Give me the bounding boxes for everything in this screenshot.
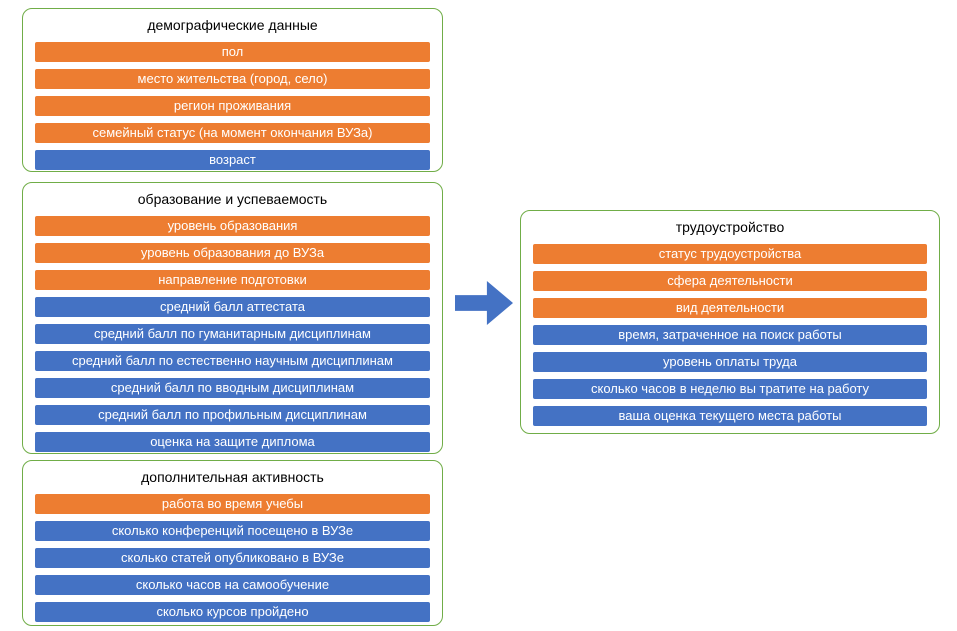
attribute-bar: сколько статей опубликовано в ВУЗе	[35, 548, 430, 568]
attribute-bar: вид деятельности	[533, 298, 927, 318]
attribute-bar: сфера деятельности	[533, 271, 927, 291]
attribute-bar: ваша оценка текущего места работы	[533, 406, 927, 426]
attribute-bar: сколько часов в неделю вы тратите на раб…	[533, 379, 927, 399]
attribute-bar: работа во время учебы	[35, 494, 430, 514]
attribute-bar: средний балл по гуманитарным дисциплинам	[35, 324, 430, 344]
attribute-bar: сколько часов на самообучение	[35, 575, 430, 595]
group-demographics: демографические данные пол место жительст…	[22, 8, 443, 172]
attribute-bar: уровень оплаты труда	[533, 352, 927, 372]
attribute-bar: место жительства (город, село)	[35, 69, 430, 89]
attribute-bar: средний балл по профильным дисциплинам	[35, 405, 430, 425]
attribute-bar: уровень образования	[35, 216, 430, 236]
group-activity: дополнительная активность работа во врем…	[22, 460, 443, 626]
group-rows: работа во время учебы сколько конференций…	[23, 494, 442, 622]
attribute-bar: направление подготовки	[35, 270, 430, 290]
attribute-bar: сколько конференций посещено в ВУЗе	[35, 521, 430, 541]
attribute-bar: пол	[35, 42, 430, 62]
arrow-right-icon	[455, 281, 513, 325]
attribute-bar: уровень образования до ВУЗа	[35, 243, 430, 263]
group-rows: уровень образования уровень образования д…	[23, 216, 442, 452]
attribute-bar: сколько курсов пройдено	[35, 602, 430, 622]
group-title: демографические данные	[147, 17, 318, 33]
attribute-bar: статус трудоустройства	[533, 244, 927, 264]
group-employment: трудоустройство статус трудоустройства сф…	[520, 210, 940, 434]
attribute-bar: регион проживания	[35, 96, 430, 116]
attribute-bar: время, затраченное на поиск работы	[533, 325, 927, 345]
attribute-bar: средний балл по естественно научным дисц…	[35, 351, 430, 371]
group-title: образование и успеваемость	[137, 191, 328, 207]
group-education: образование и успеваемость уровень образ…	[22, 182, 443, 454]
group-rows: статус трудоустройства сфера деятельности…	[521, 244, 939, 426]
group-rows: пол место жительства (город, село) регион …	[23, 42, 442, 170]
attribute-bar: средний балл по вводным дисциплинам	[35, 378, 430, 398]
attribute-bar: семейный статус (на момент окончания ВУЗ…	[35, 123, 430, 143]
attribute-bar: средний балл аттестата	[35, 297, 430, 317]
attribute-bar: возраст	[35, 150, 430, 170]
attribute-bar: оценка на защите диплома	[35, 432, 430, 452]
group-title: трудоустройство	[675, 219, 785, 235]
group-title: дополнительная активность	[141, 469, 324, 485]
